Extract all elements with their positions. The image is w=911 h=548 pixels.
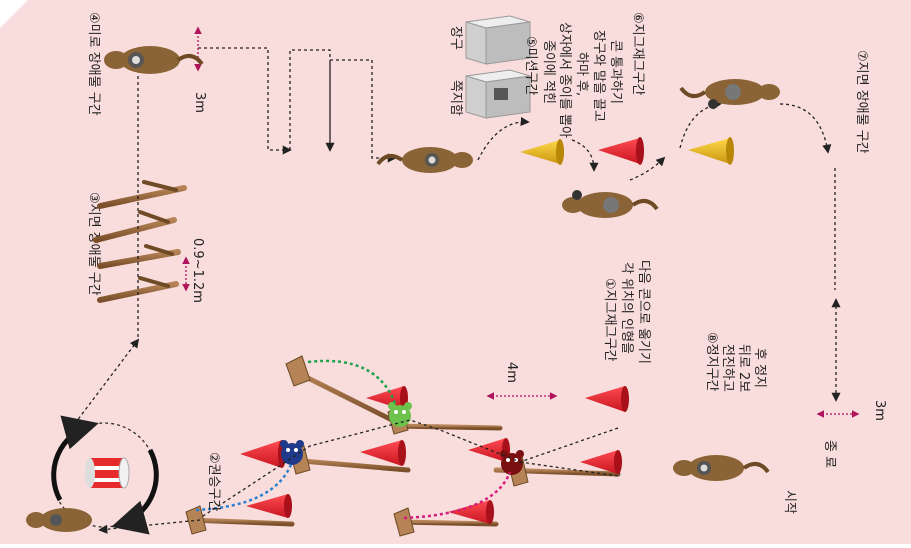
maze-fence (177, 15, 453, 189)
cone-icon (360, 440, 406, 466)
start-finish-line (773, 425, 895, 541)
ground-obstacle-stands (138, 180, 178, 288)
zone5-desc-c: 종이에 적힌 (541, 40, 556, 104)
zone8-desc-b: 뒤로 2보 (736, 344, 751, 392)
horse-icon (26, 508, 92, 532)
zone7-label: ⑦지면 장애물 구간 (854, 50, 869, 154)
doll-path-blue (195, 461, 294, 512)
mission-path-4 (679, 100, 722, 149)
box-icon (465, 69, 531, 119)
maze-path-1 (198, 47, 292, 155)
zone1-desc-a: 각 위치의 인형을 (619, 262, 634, 354)
maze-width-label: 3m (192, 92, 207, 113)
zone5-label: ⑤미션구간 (523, 36, 538, 96)
cone-icon (585, 386, 629, 412)
stop-width-label: 3m (872, 400, 887, 421)
mission-path-1 (477, 116, 530, 161)
zigzag-path-2 (519, 461, 619, 477)
box-label-jjokjiham: 쪽지함 (448, 80, 463, 116)
obstacle-height-label: 0.9~1.2m (190, 238, 205, 303)
zone1-desc-b: 다음 콘으로 옮기기 (636, 260, 651, 364)
zone3-label: ③지면 장애물 구간 (86, 192, 101, 296)
zigzag-path (199, 419, 619, 519)
finish-label: 종 료 (822, 440, 837, 468)
zone8-desc-a: 전진하고 (720, 344, 735, 392)
circle-to-obstacle-path (69, 338, 140, 431)
ground-obstacle-rails (783, 173, 891, 283)
cone-icon (448, 500, 494, 524)
zone5-desc-d: 장구와 말을 끌고 (591, 30, 606, 122)
mission-path-5 (779, 103, 832, 154)
zone4-label: ④미로 장애물 구간 (86, 12, 101, 116)
circle-arrow-right (111, 448, 159, 535)
mission-path-3 (629, 156, 666, 181)
mission-path-2 (571, 139, 599, 172)
cone-icon (598, 137, 644, 165)
cone-icon (688, 137, 734, 165)
horse-icon (376, 147, 473, 173)
doll-icon (388, 402, 412, 427)
cone-icon (580, 450, 622, 474)
cone-icon (520, 139, 564, 165)
circle-arrow-left (51, 415, 99, 502)
zone5-desc-a: 하마 후, (574, 52, 589, 96)
zigzag-to-circle-path (98, 519, 201, 534)
maze-path-3 (329, 59, 397, 163)
doll-path-pink (403, 471, 512, 520)
zone2-label: ②권승구간 (206, 452, 221, 512)
box-icon (465, 15, 531, 65)
doll-icon (280, 440, 304, 465)
cone-icon (246, 494, 292, 518)
zone5-desc-b: 상자에서 종이를 뽑아 (557, 22, 572, 138)
zone6-label: ⑥지그재그구간 (630, 12, 645, 95)
corner-fold (0, 0, 28, 28)
horse-icon (673, 455, 770, 481)
horse-icon (104, 46, 204, 74)
horse-icon (562, 190, 659, 218)
doll-path-green (307, 359, 398, 407)
zone1-label: ①지그재그구간 (602, 278, 617, 361)
zone5-desc-e: 콘 통과하기 (608, 40, 623, 104)
cone-gap-label: 4m (504, 362, 519, 383)
doll-icon (500, 450, 524, 475)
box-label-jangu: 장구 (448, 26, 463, 50)
zone8-label: ⑧정지구간 (704, 332, 719, 392)
drum-icon (85, 457, 130, 489)
start-label: 시작 (782, 490, 797, 514)
horse-icon (679, 79, 780, 109)
maze-path-2 (289, 49, 335, 152)
zone8-desc-c: 후 정지 (752, 348, 767, 388)
stop-zone-rails (803, 307, 869, 407)
